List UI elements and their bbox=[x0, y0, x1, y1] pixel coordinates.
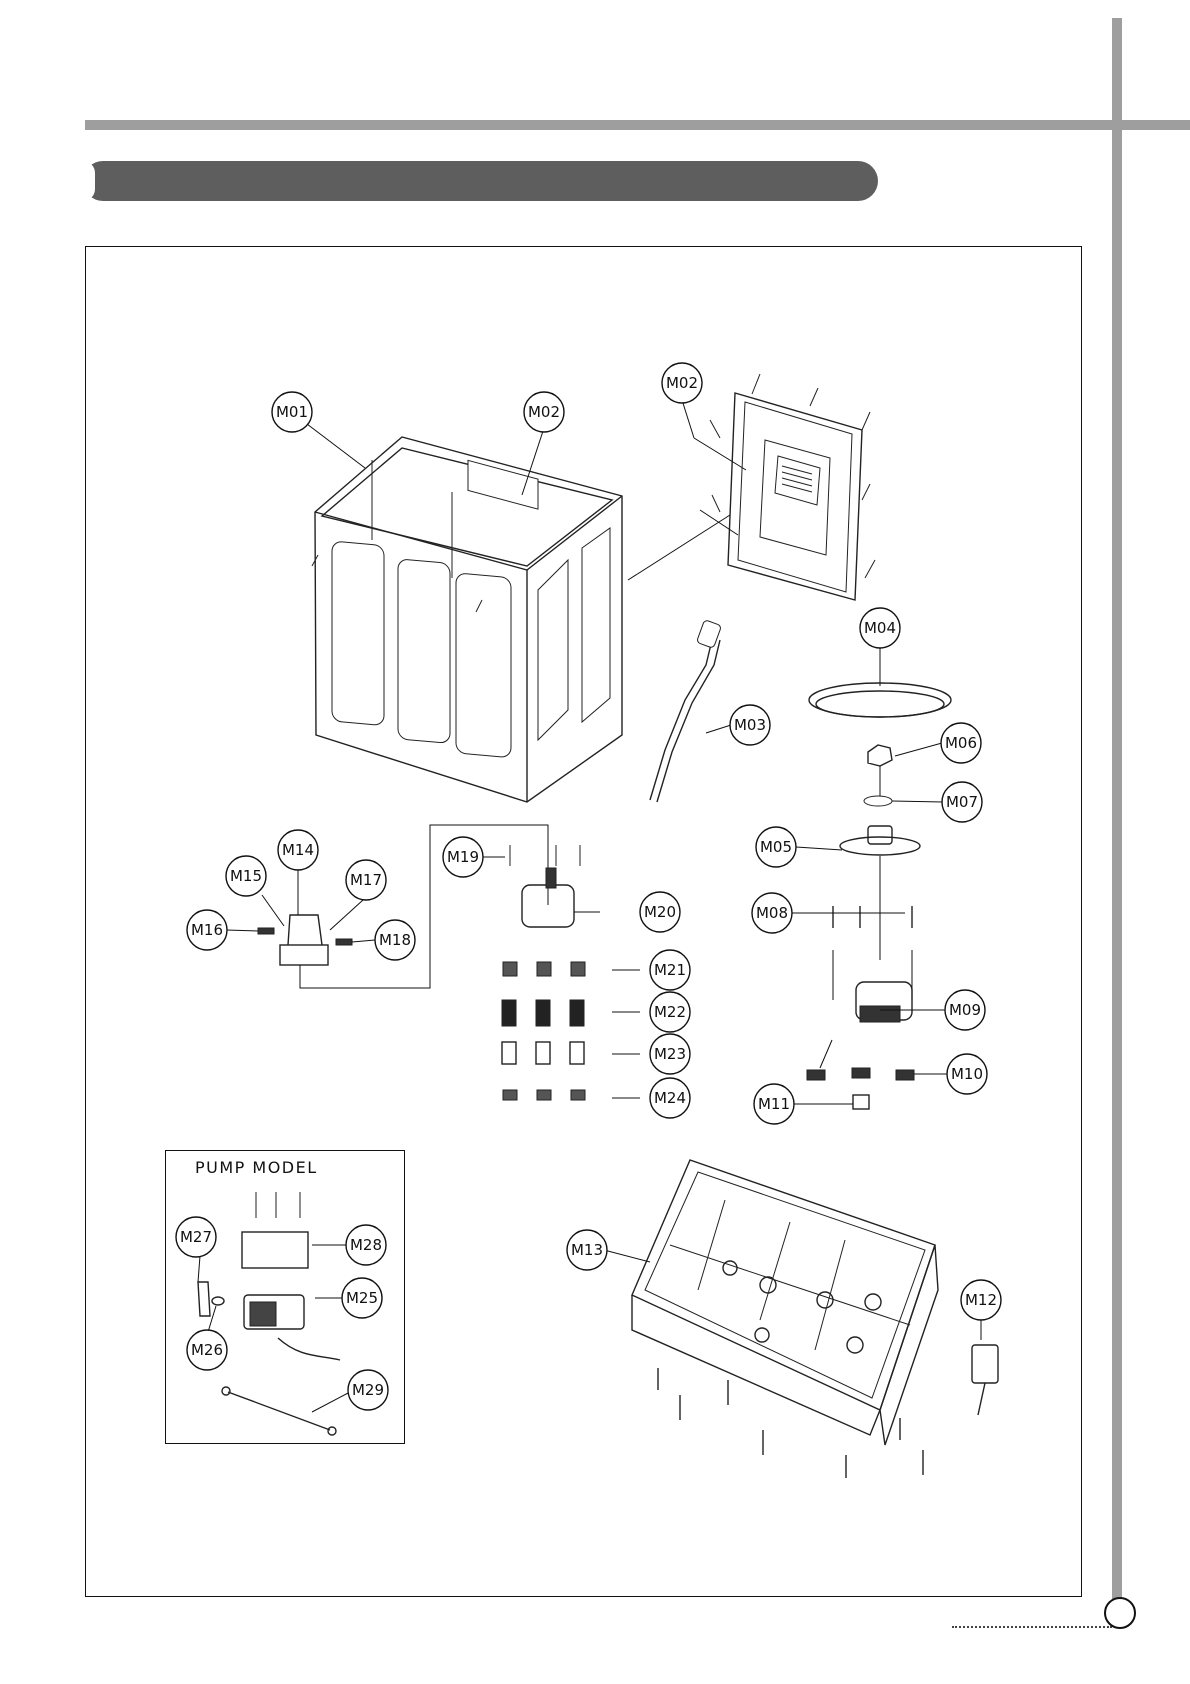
callout-M28: M28 bbox=[346, 1225, 386, 1265]
svg-text:M02: M02 bbox=[528, 403, 560, 421]
svg-text:M14: M14 bbox=[282, 841, 314, 859]
callout-M09: M09 bbox=[945, 990, 985, 1030]
callout-M16: M16 bbox=[187, 910, 227, 950]
svg-text:M18: M18 bbox=[379, 931, 411, 949]
callout-M20: M20 bbox=[640, 892, 680, 932]
svg-text:M27: M27 bbox=[180, 1228, 212, 1246]
svg-text:M08: M08 bbox=[756, 904, 788, 922]
spring-column-3 bbox=[570, 962, 585, 1100]
base-drawing bbox=[632, 1160, 938, 1445]
callout-M12: M12 bbox=[961, 1280, 1001, 1320]
callout-M02-panel: M02 bbox=[662, 363, 702, 403]
svg-text:M17: M17 bbox=[350, 871, 382, 889]
callout-M26: M26 bbox=[187, 1330, 227, 1370]
svg-text:M03: M03 bbox=[734, 716, 766, 734]
callout-M07: M07 bbox=[942, 782, 982, 822]
cabinet-drawing bbox=[312, 437, 622, 802]
svg-text:M02: M02 bbox=[666, 374, 698, 392]
callout-M25: M25 bbox=[342, 1278, 382, 1318]
power-cord-drawing bbox=[650, 620, 722, 802]
callout-M21: M21 bbox=[650, 950, 690, 990]
footer-dotted-rule bbox=[952, 1626, 1112, 1628]
callout-M13: M13 bbox=[567, 1230, 607, 1270]
svg-text:M15: M15 bbox=[230, 867, 262, 885]
callout-M08: M08 bbox=[752, 893, 792, 933]
callout-M14: M14 bbox=[278, 830, 318, 870]
callout-M10: M10 bbox=[947, 1054, 987, 1094]
svg-text:M20: M20 bbox=[644, 903, 676, 921]
capacitor-drawing bbox=[972, 1345, 998, 1415]
callout-M15: M15 bbox=[226, 856, 266, 896]
svg-text:M16: M16 bbox=[191, 921, 223, 939]
spring-column-2 bbox=[536, 962, 551, 1100]
svg-text:M22: M22 bbox=[654, 1003, 686, 1021]
page-number-badge bbox=[1104, 1597, 1136, 1629]
svg-text:M28: M28 bbox=[350, 1236, 382, 1254]
spring-column-1 bbox=[502, 962, 517, 1100]
svg-text:M13: M13 bbox=[571, 1241, 603, 1259]
svg-text:M25: M25 bbox=[346, 1289, 378, 1307]
base-screws-drawing bbox=[658, 1368, 923, 1478]
callout-M22: M22 bbox=[650, 992, 690, 1032]
callout-M18: M18 bbox=[375, 920, 415, 960]
svg-text:M21: M21 bbox=[654, 961, 686, 979]
svg-text:M01: M01 bbox=[276, 403, 308, 421]
callout-M03: M03 bbox=[730, 705, 770, 745]
svg-text:M07: M07 bbox=[946, 793, 978, 811]
suspension-drawing bbox=[502, 845, 600, 1100]
callout-M06: M06 bbox=[941, 723, 981, 763]
callout-M11: M11 bbox=[754, 1084, 794, 1124]
motor-drawing bbox=[807, 906, 914, 1109]
back-panel-drawing bbox=[710, 374, 875, 600]
callout-M19: M19 bbox=[443, 837, 483, 877]
svg-text:M11: M11 bbox=[758, 1095, 790, 1113]
callout-M24: M24 bbox=[650, 1078, 690, 1118]
svg-text:M26: M26 bbox=[191, 1341, 223, 1359]
svg-text:M23: M23 bbox=[654, 1045, 686, 1063]
svg-text:M05: M05 bbox=[760, 838, 792, 856]
belt-drawing bbox=[809, 683, 951, 717]
svg-text:M04: M04 bbox=[864, 619, 896, 637]
pulley-drawing bbox=[840, 745, 920, 960]
svg-text:M06: M06 bbox=[945, 734, 977, 752]
callout-M29: M29 bbox=[348, 1370, 388, 1410]
svg-text:M12: M12 bbox=[965, 1291, 997, 1309]
callout-M05: M05 bbox=[756, 827, 796, 867]
svg-text:M24: M24 bbox=[654, 1089, 686, 1107]
callout-M04: M04 bbox=[860, 608, 900, 648]
callout-M01: M01 bbox=[272, 392, 312, 432]
svg-text:M09: M09 bbox=[949, 1001, 981, 1019]
svg-text:M29: M29 bbox=[352, 1381, 384, 1399]
pump-drawing bbox=[198, 1192, 340, 1435]
callout-M17: M17 bbox=[346, 860, 386, 900]
callout-M23: M23 bbox=[650, 1034, 690, 1074]
svg-text:M19: M19 bbox=[447, 848, 479, 866]
svg-text:M10: M10 bbox=[951, 1065, 983, 1083]
callout-M27: M27 bbox=[176, 1217, 216, 1257]
callout-M02: M02 bbox=[524, 392, 564, 432]
